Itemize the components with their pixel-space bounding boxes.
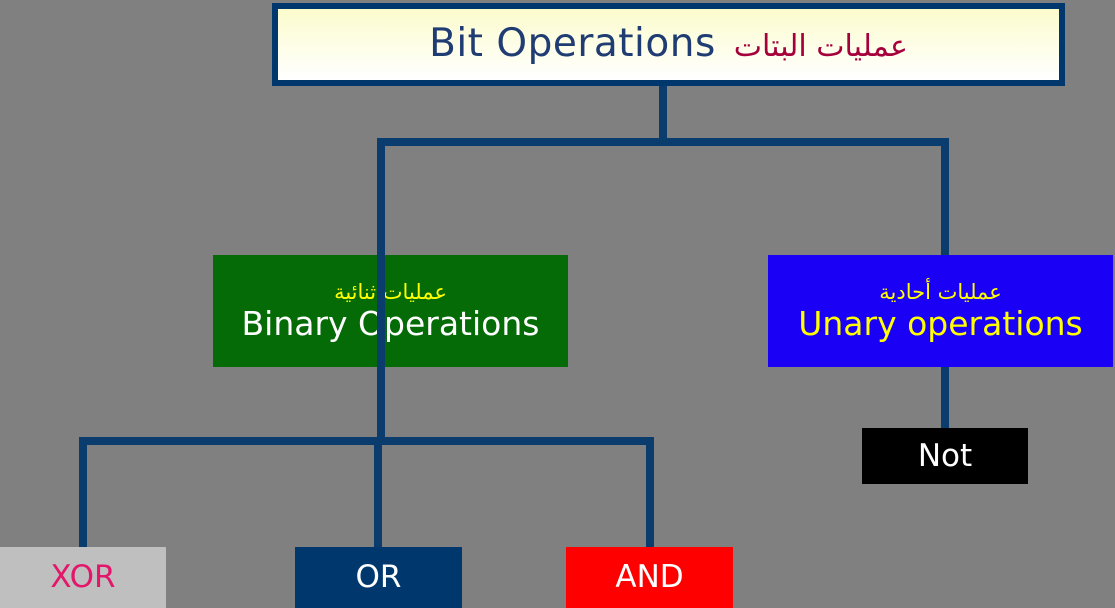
connector-to-unary [941,138,949,263]
bit-operations-labels: Bit Operations عمليات البتات [429,21,908,67]
connector-level2-horizontal [79,437,654,445]
node-or-operation[interactable]: OR [295,547,462,608]
node-not-operation[interactable]: Not [862,428,1028,484]
node-xor-operation[interactable]: XOR [0,547,166,608]
bit-operations-label-en: Bit Operations [429,21,716,67]
node-and-operation[interactable]: AND [566,547,733,608]
node-unary-operations[interactable]: عمليات أحادية Unary operations [768,255,1113,367]
xor-operation-label: XOR [50,559,116,596]
or-operation-label: OR [355,559,402,596]
connector-to-xor [79,437,87,549]
node-binary-operations[interactable]: عمليات ثنائية Binary Operations [213,255,568,367]
binary-operations-label-en: Binary Operations [241,303,540,343]
connector-binary-stem [377,255,385,445]
connector-root-stem [659,86,667,142]
connector-to-or [374,437,382,549]
unary-operations-label-en: Unary operations [798,303,1083,343]
connector-to-not [941,355,949,431]
connector-level1-horizontal [377,138,949,146]
unary-operations-label-ar: عمليات أحادية [879,279,1002,304]
node-bit-operations[interactable]: Bit Operations عمليات البتات [272,3,1065,86]
not-operation-label: Not [917,437,973,474]
connector-to-and [646,437,654,549]
connector-to-binary [377,138,385,273]
and-operation-label: AND [615,559,684,596]
bit-operations-label-ar: عمليات البتات [733,29,908,65]
binary-operations-label-ar: عمليات ثنائية [334,279,447,304]
